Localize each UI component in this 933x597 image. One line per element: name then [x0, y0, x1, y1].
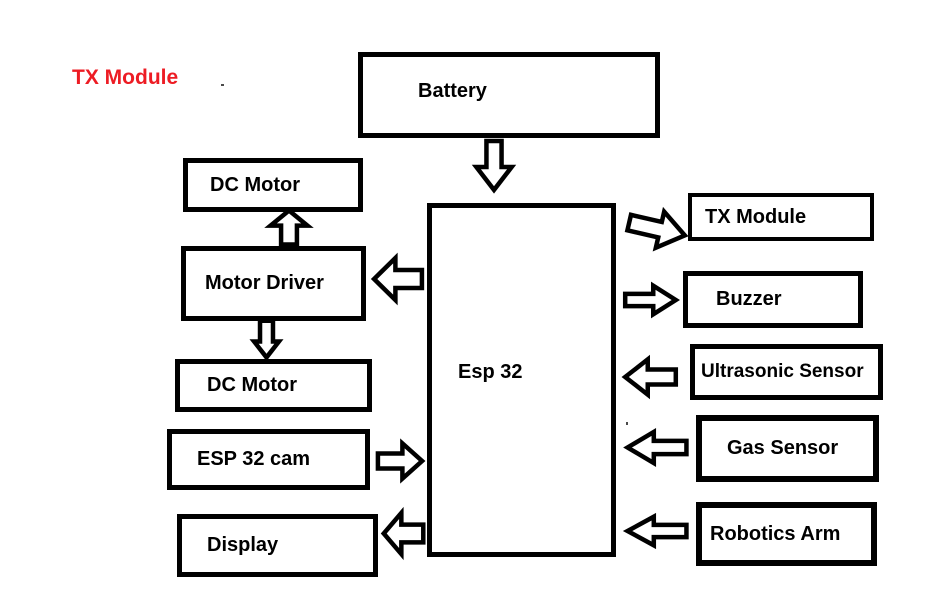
block-gas-sensor-label: Gas Sensor	[727, 437, 839, 459]
block-motor-driver-label: Motor Driver	[205, 272, 324, 294]
block-dc-motor-top: DC Motor	[183, 158, 363, 212]
block-battery-label: Battery	[418, 79, 487, 102]
arrow-gas-sensor-to-esp32	[625, 429, 689, 466]
block-buzzer: Buzzer	[683, 271, 863, 328]
block-tx-module-label: TX Module	[705, 205, 807, 228]
block-esp32: Esp 32	[427, 203, 616, 557]
block-dc-motor-bottom: DC Motor	[175, 359, 372, 412]
block-gas-sensor: Gas Sensor	[696, 415, 879, 482]
block-robotics-arm: Robotics Arm	[696, 502, 877, 566]
block-battery: Battery	[358, 52, 660, 138]
arrow-motor-driver-to-dc-motor-bottom	[253, 320, 280, 359]
block-display: Display	[177, 514, 378, 577]
block-esp32-label: Esp 32	[458, 360, 523, 383]
stray-mark	[221, 84, 224, 86]
arrow-esp32-cam-to-esp32	[376, 440, 424, 482]
arrow-battery-to-esp32	[473, 140, 515, 192]
tx-module-annotation: TX Module	[72, 66, 179, 89]
block-dc-motor-bottom-label: DC Motor	[207, 374, 297, 396]
block-display-label: Display	[207, 534, 279, 556]
stray-mark	[626, 422, 628, 425]
block-buzzer-label: Buzzer	[716, 288, 782, 310]
arrow-motor-driver-to-dc-motor-top	[267, 209, 311, 246]
arrow-ultrasonic-sensor-to-esp32	[623, 356, 678, 398]
block-ultrasonic-sensor-label: Ultrasonic Sensor	[701, 361, 864, 382]
arrow-esp32-to-tx-module	[622, 201, 692, 258]
block-motor-driver: Motor Driver	[181, 246, 366, 321]
block-esp32-cam-label: ESP 32 cam	[197, 448, 311, 470]
block-esp32-cam: ESP 32 cam	[167, 429, 370, 490]
block-dc-motor-top-label: DC Motor	[210, 173, 300, 196]
block-robotics-arm-label: Robotics Arm	[710, 522, 841, 545]
block-tx-module: TX Module	[688, 193, 874, 241]
block-ultrasonic-sensor: Ultrasonic Sensor	[690, 344, 883, 400]
arrow-robotics-arm-to-esp32	[625, 514, 689, 548]
arrow-esp32-to-buzzer	[623, 283, 678, 317]
arrow-esp32-to-motor-driver	[372, 254, 424, 304]
arrow-esp32-to-display	[382, 509, 425, 558]
